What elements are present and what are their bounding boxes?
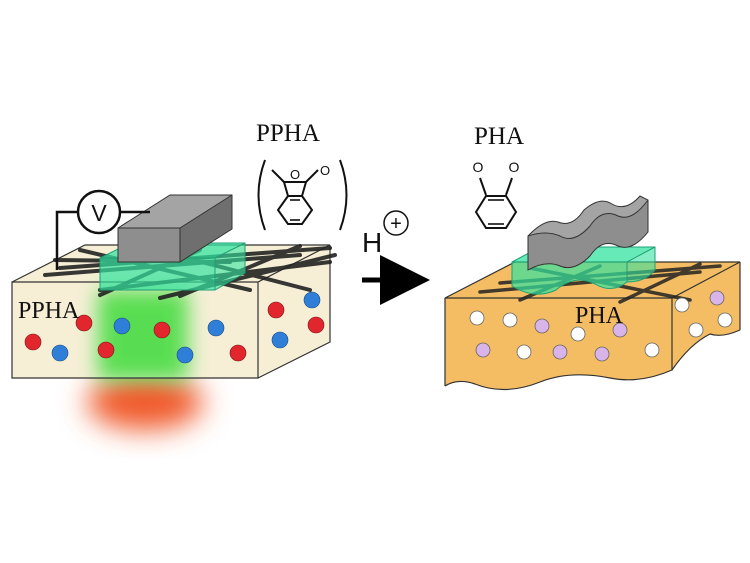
lilac-particle [612,322,628,338]
degraded-device: PHA [444,195,741,391]
blue-particle [113,317,131,335]
pha-oxygen-left: O [473,159,484,175]
ppha-block-label: PPHA [18,298,80,324]
red-particle [307,316,325,334]
ppha-oxygen-ring: O [290,167,300,182]
blue-particle [271,331,289,349]
voltmeter-icon [76,189,122,235]
ppha-oxygen-chain: O [320,163,330,178]
blue-particle [51,344,69,362]
acid-trigger: H + [362,210,430,305]
white-particle [516,344,532,360]
intact-device: V PPHA [11,189,337,430]
green-glow [98,290,188,380]
red-glow [87,374,203,430]
electrode-block [117,194,233,263]
pha-block-label: PHA [575,303,624,329]
white-particle [717,312,733,328]
white-particle [644,342,660,358]
red-particle [267,301,285,319]
pha-formula-label: PHA [474,123,524,150]
white-particle [469,310,485,326]
red-particle [24,333,42,351]
proton-symbol: H [362,227,382,258]
blue-particle [176,346,194,364]
blue-particle [207,319,225,337]
voltmeter-symbol: V [91,200,107,226]
red-particle [153,321,171,339]
right-particles [469,290,733,362]
red-particle [75,314,93,332]
pha-block-front [445,298,672,390]
white-particle [502,312,518,328]
lilac-particle [475,342,491,358]
white-particle [674,297,690,313]
blue-particle [303,291,321,309]
lilac-particle [709,290,725,306]
left-particles [24,291,325,364]
pha-structure: PHA O O [473,123,524,229]
electrode-degraded [527,195,649,271]
white-particle [570,326,586,342]
voltmeter-circuit: V [55,189,150,270]
pha-oxygen-right: O [509,159,520,175]
lilac-particle [594,346,610,362]
red-particle [229,344,247,362]
charge-sign: + [390,213,402,235]
lilac-particle [552,344,568,360]
red-particle [97,341,115,359]
ppha-formula-label: PPHA [256,120,320,147]
lilac-particle [534,318,550,334]
white-particle [688,322,704,338]
ppha-structure: PPHA O O [256,120,348,231]
plus-circle-icon [383,210,409,236]
